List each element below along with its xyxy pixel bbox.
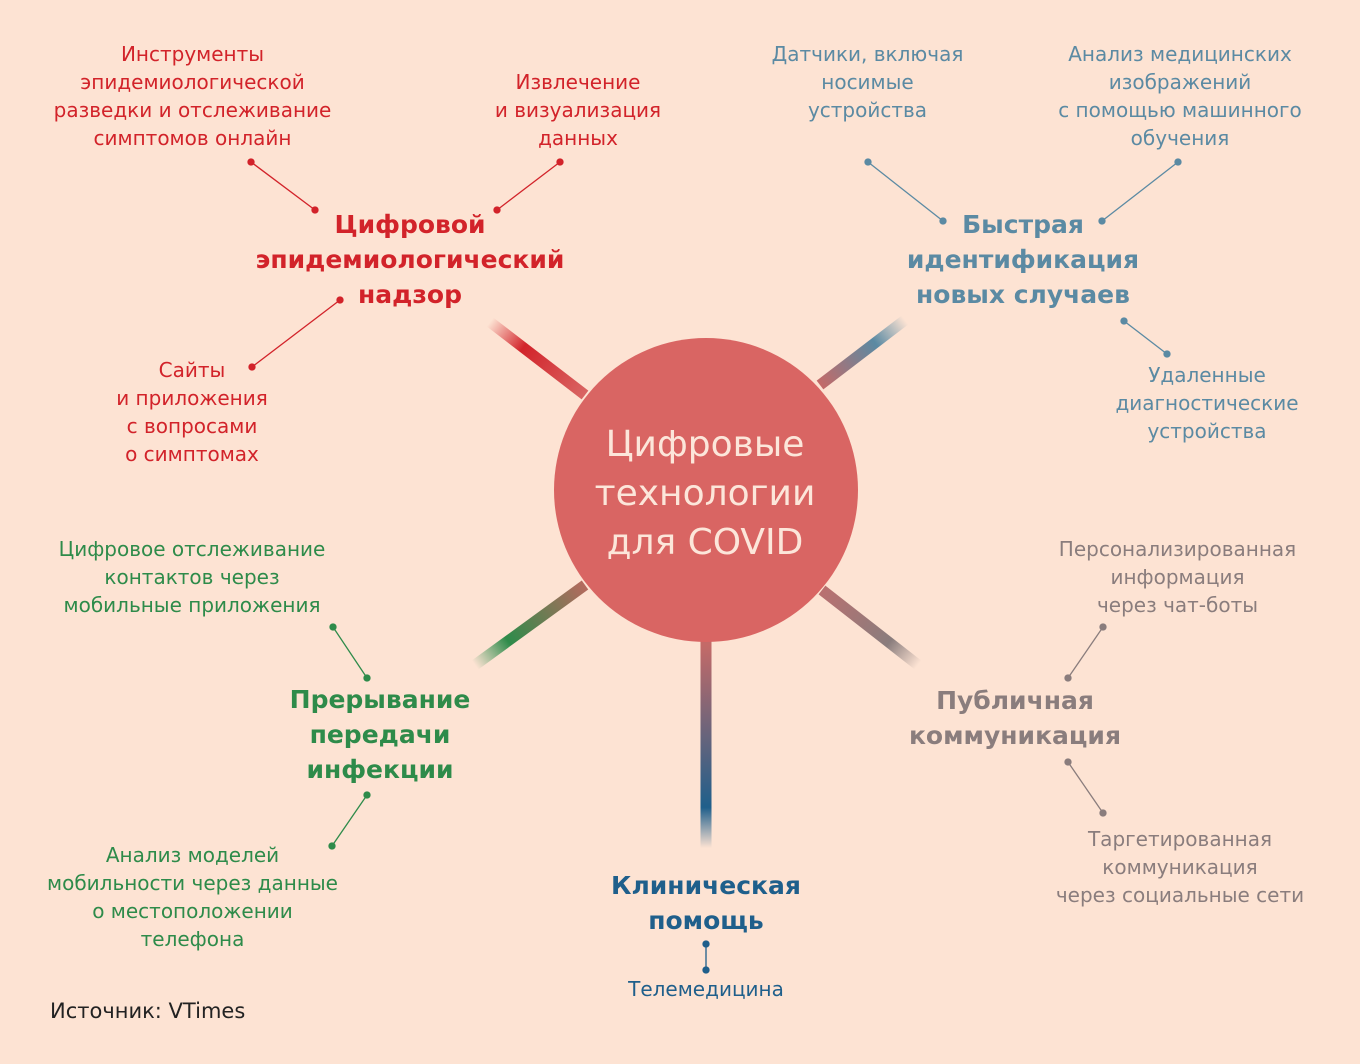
surveillance-item-data-viz: Извлечение и визуализация данных — [494, 70, 662, 150]
clinical-item-telemedicine: Телемедицина — [628, 977, 784, 1001]
spoke-identification — [816, 315, 909, 390]
connectors-surveillance — [247, 158, 564, 371]
source-note: Источник: VTimes — [50, 999, 246, 1023]
surveillance-item-epi-tools: Инструменты эпидемиологической разведки … — [53, 42, 332, 150]
identification-item-sensors: Датчики, включая носимые устройства — [771, 42, 964, 122]
clinical-title: Клиническая помощь — [611, 871, 801, 935]
connectors-communication — [1064, 623, 1107, 817]
transmission-item-contact-tracing: Цифровое отслеживание контактов через мо… — [58, 537, 326, 617]
connectors-identification — [864, 158, 1182, 358]
connectors-clinical — [702, 940, 710, 974]
communication-title: Публичная коммуникация — [908, 686, 1122, 750]
spoke-transmission — [471, 580, 589, 670]
communication-item-social-media: Таргетированная коммуникация через социа… — [1055, 827, 1305, 907]
hub-circle — [554, 338, 858, 642]
surveillance-title: Цифровой эпидемиологический надзор — [255, 210, 565, 309]
surveillance-item-symptom-apps: Сайты и приложения с вопросами о симптом… — [116, 358, 268, 466]
hub-label: Цифровые технологии для COVID — [594, 424, 816, 563]
identification-title: Быстрая идентификация новых случаев — [906, 210, 1140, 309]
transmission-title: Прерывание передачи инфекции — [289, 685, 471, 784]
transmission-item-mobility-analysis: Анализ моделей мобильности через данные … — [47, 843, 338, 951]
spoke-surveillance — [486, 317, 589, 400]
identification-item-remote-diagnostics: Удаленные диагностические устройства — [1115, 363, 1299, 443]
connectors-transmission — [328, 623, 371, 850]
identification-item-ml-imaging: Анализ медицинских изображений с помощью… — [1058, 42, 1302, 150]
communication-item-chatbots: Персонализированная информация через чат… — [1058, 537, 1297, 617]
spoke-communication — [818, 585, 922, 670]
